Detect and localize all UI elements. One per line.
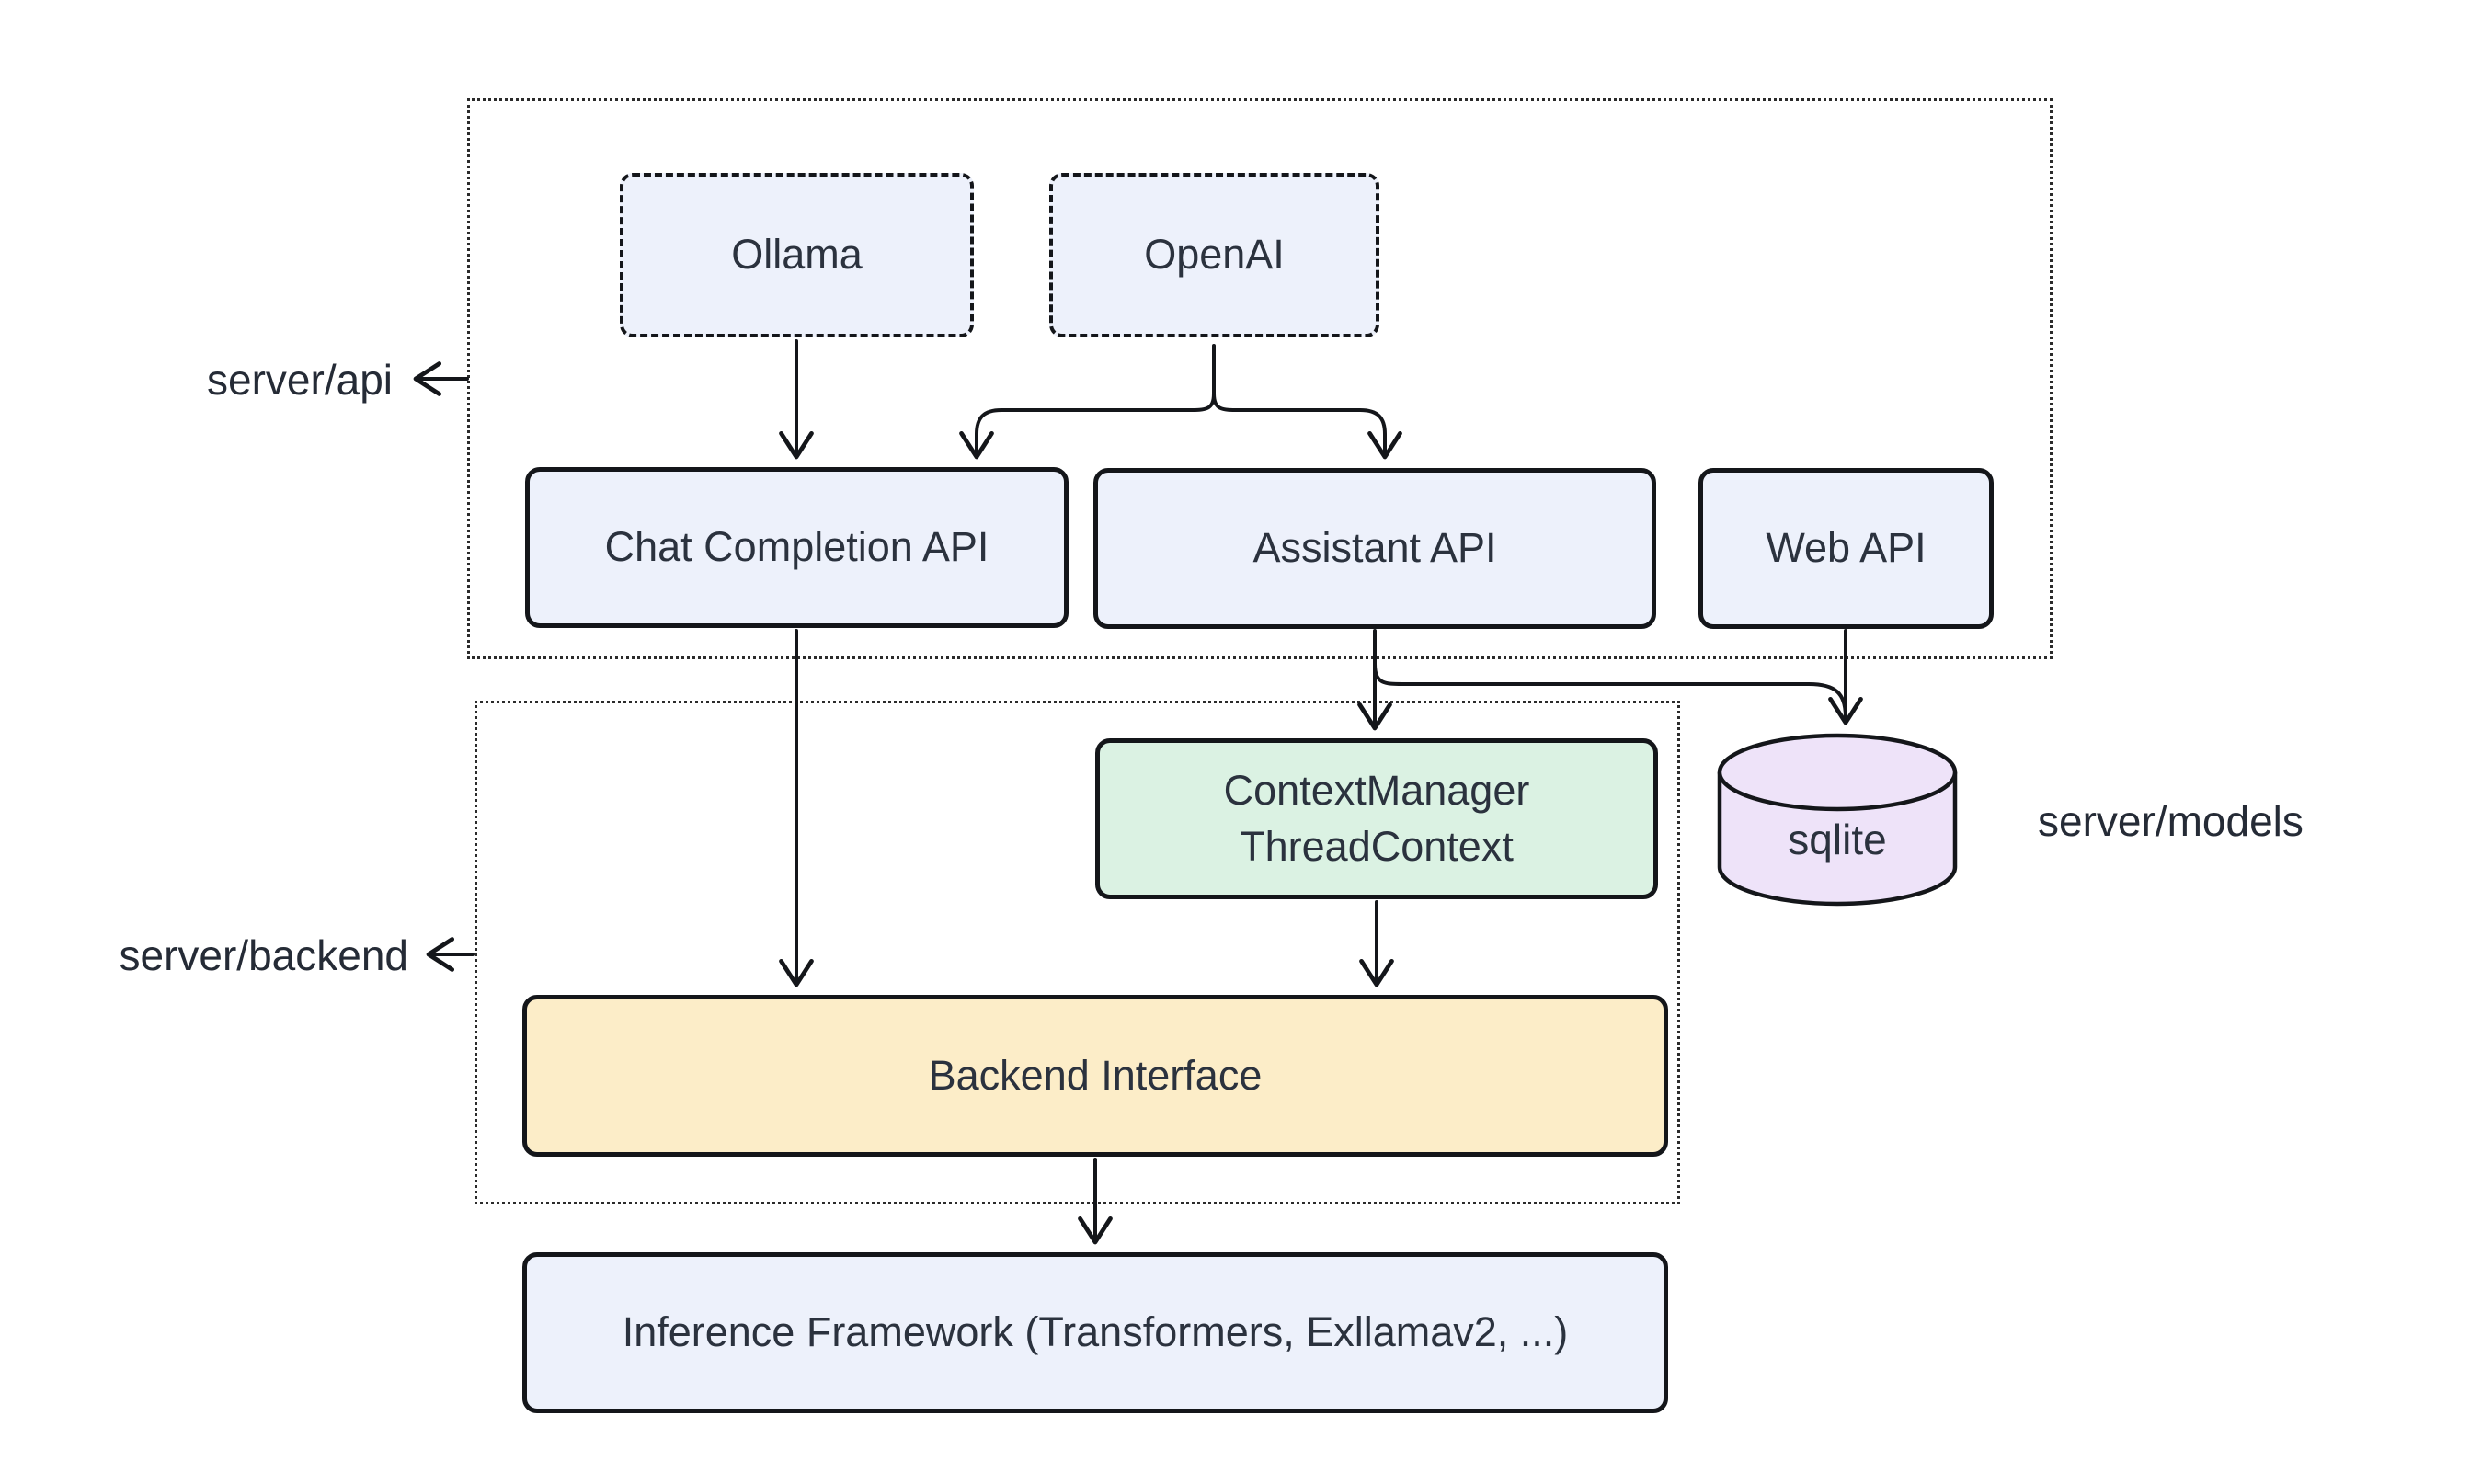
node-web-api: Web API (1698, 468, 1994, 629)
node-openai: OpenAI (1049, 173, 1379, 337)
region-server-backend (475, 701, 1680, 1204)
node-backend-interface-label: Backend Interface (928, 1051, 1263, 1099)
node-context-manager-line2: ThreadContext (1240, 822, 1514, 870)
node-inference-framework: Inference Framework (Transformers, Exlla… (522, 1252, 1668, 1413)
node-chat-completion-api-label: Chat Completion API (604, 523, 989, 571)
node-assistant-api-label: Assistant API (1252, 524, 1497, 572)
node-web-api-label: Web API (1766, 524, 1927, 572)
node-backend-interface: Backend Interface (522, 995, 1668, 1157)
node-chat-completion-api: Chat Completion API (525, 467, 1069, 628)
node-inference-framework-label: Inference Framework (Transformers, Exlla… (622, 1308, 1569, 1356)
node-sqlite-label: sqlite (1788, 816, 1887, 863)
node-openai-label: OpenAI (1144, 231, 1285, 279)
node-ollama: Ollama (620, 173, 974, 337)
node-context-manager: ContextManager ThreadContext (1095, 738, 1658, 899)
region-label-server-models: server/models (2038, 797, 2304, 845)
node-context-manager-line1: ContextManager (1223, 766, 1530, 814)
region-label-server-api: server/api (207, 356, 393, 404)
node-ollama-label: Ollama (731, 231, 863, 279)
region-label-server-backend: server/backend (119, 931, 409, 979)
node-assistant-api: Assistant API (1093, 468, 1656, 629)
